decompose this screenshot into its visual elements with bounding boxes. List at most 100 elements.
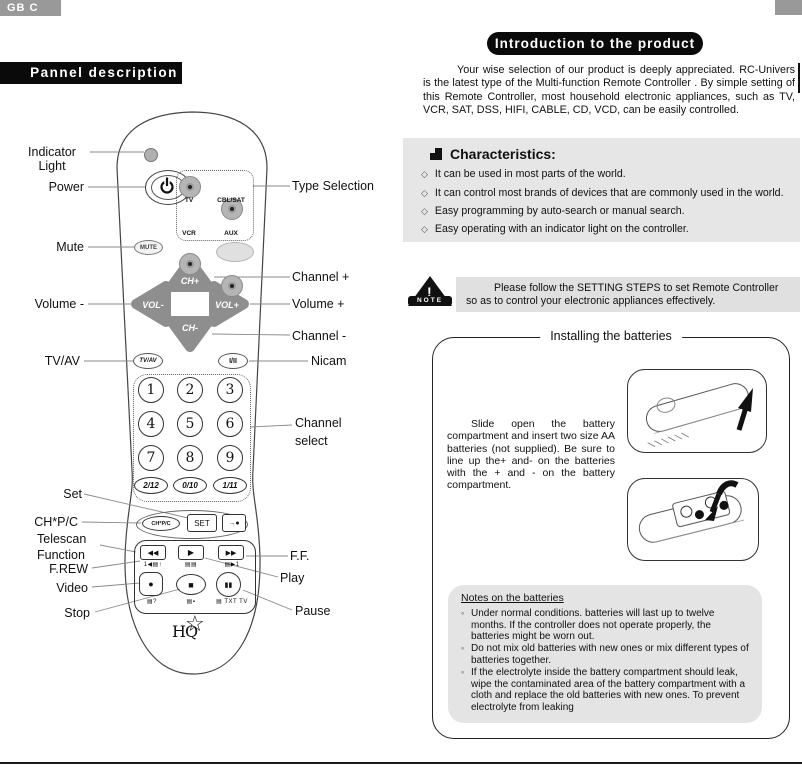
vcr-button bbox=[179, 253, 201, 275]
characteristic-item: ◇ It can be used in most parts of the wor… bbox=[421, 168, 626, 180]
insert-arrow-bend bbox=[716, 480, 739, 496]
warning-bang: ! bbox=[427, 284, 432, 300]
callout-play: Play bbox=[280, 571, 305, 585]
battery-note-text: Do not mix old batteries with new ones o… bbox=[471, 643, 749, 666]
cbl-sat-label: CBL/SAT bbox=[217, 197, 245, 204]
set-group-oval bbox=[136, 510, 248, 539]
callout-channel-down: Channel - bbox=[292, 329, 347, 343]
callout-stop: Stop bbox=[64, 606, 90, 620]
bottom-rule bbox=[0, 762, 802, 764]
cbl-sat-button bbox=[221, 198, 243, 220]
battery-illustration-insert bbox=[638, 480, 745, 544]
digit-1-11-button: 1/11 bbox=[213, 477, 247, 494]
counter-icon: ▤▤ bbox=[184, 562, 198, 568]
characteristics-title-text: Characteristics: bbox=[450, 146, 556, 162]
callout-power: Power bbox=[48, 180, 84, 194]
callout-set: Set bbox=[63, 487, 82, 501]
circle-bullet-icon: ◦ bbox=[461, 666, 465, 677]
panel-description-title: Pannel description bbox=[0, 62, 182, 84]
callout-mute: Mute bbox=[56, 240, 84, 254]
callout-channel-up: Channel + bbox=[292, 270, 350, 284]
callout-ff: F.F. bbox=[290, 549, 310, 563]
hq-logo-star-icon: ☆ bbox=[185, 611, 205, 636]
callout-frew: F.REW bbox=[49, 562, 88, 576]
characteristic-item: ◇It can control most brands of devices t… bbox=[421, 187, 784, 199]
battery-illustration-frame-2 bbox=[627, 478, 759, 561]
tv-button bbox=[179, 176, 201, 198]
callout-channel-select: Channel select bbox=[295, 416, 342, 448]
battery-notes-box: Notes on the batteries ◦ Under normal con… bbox=[448, 585, 762, 723]
characteristic-text: It can be used in most parts of the worl… bbox=[434, 168, 626, 180]
characteristics-title: Characteristics: bbox=[430, 146, 556, 162]
stop-button: ■ bbox=[176, 574, 206, 595]
record-button: ● bbox=[139, 572, 163, 596]
note-text: Please follow the SETTING STEPS to set R… bbox=[456, 277, 800, 312]
menu-icon: ▤▪ bbox=[186, 599, 196, 605]
callout-type-selection: Type Selection bbox=[292, 179, 374, 193]
diamond-bullet-icon: ◇ bbox=[421, 224, 428, 234]
battery-illustration-open bbox=[645, 383, 753, 448]
blank-button bbox=[216, 242, 254, 262]
callout-tv-av: TV/AV bbox=[44, 354, 80, 368]
digit-2-button: 2 bbox=[177, 377, 203, 403]
installing-batteries-title: Installing the batteries bbox=[540, 329, 682, 343]
insert-arrow-head bbox=[705, 506, 718, 521]
tv-label: TV bbox=[184, 197, 194, 204]
page-edge-mark bbox=[798, 63, 800, 93]
pause-button: ▮▮ bbox=[216, 572, 241, 597]
volume-down-button-label: VOL- bbox=[142, 300, 164, 310]
index-forward-icon: ▤▶1 bbox=[224, 562, 240, 568]
circle-bullet-icon: ◦ bbox=[461, 607, 465, 618]
txt-tv-icon: ▤ TXT TV bbox=[216, 599, 248, 605]
channel-down-button-label: CH- bbox=[182, 323, 198, 333]
characteristic-text: Easy operating with an indicator light o… bbox=[434, 223, 689, 235]
ff-button: ▶▶ bbox=[218, 545, 244, 560]
type-selection-group bbox=[176, 170, 254, 241]
intro-paragraph: Your wise selection of our product is de… bbox=[423, 64, 795, 117]
open-arrow-head bbox=[738, 388, 753, 412]
callout-indicator-light: Indicator Light bbox=[28, 145, 76, 173]
indicator-light bbox=[144, 148, 158, 162]
battery-notes-title: Notes on the batteries bbox=[461, 592, 564, 604]
battery-instruction: Slide open the battery compartment and i… bbox=[447, 418, 615, 492]
diamond-bullet-icon: ◇ bbox=[421, 188, 428, 198]
digit-9-button: 9 bbox=[217, 445, 243, 471]
vcr-label: VCR bbox=[182, 230, 196, 237]
page-corner-tab-right bbox=[775, 0, 802, 15]
battery-note-text: Under normal conditions. batteries will … bbox=[471, 607, 715, 643]
intro-title: Introduction to the product bbox=[487, 32, 703, 55]
diamond-bullet-icon: ◇ bbox=[421, 169, 428, 179]
mute-button: MUTE bbox=[134, 240, 163, 255]
index-rewind-icon: 1◀▤↑ bbox=[143, 562, 163, 568]
nicam-button: I/II bbox=[218, 353, 248, 369]
callout-volume-up: Volume + bbox=[292, 297, 345, 311]
hq-logo: HQ bbox=[172, 622, 198, 641]
digit-8-button: 8 bbox=[177, 445, 203, 471]
callout-pause: Pause bbox=[295, 604, 331, 618]
channel-up-button-label: CH+ bbox=[180, 276, 200, 286]
characteristics-box: Characteristics: ◇ It can be used in most… bbox=[403, 138, 800, 242]
battery-note-item: ◦ Do not mix old batteries with new ones … bbox=[461, 643, 752, 667]
digit-3-button: 3 bbox=[217, 377, 243, 403]
digit-0-10-button: 0/10 bbox=[173, 477, 207, 494]
tv-av-button: TV/AV bbox=[133, 353, 163, 369]
battery-note-text: If the electrolyte inside the battery co… bbox=[471, 666, 746, 714]
circle-bullet-icon: ◦ bbox=[461, 643, 465, 654]
skip-button: →● bbox=[222, 514, 246, 532]
page-corner-tab: GB C bbox=[0, 0, 61, 16]
channel-down-arrow bbox=[166, 316, 214, 352]
playback-group bbox=[134, 540, 256, 614]
digit-1-button: 1 bbox=[138, 377, 164, 403]
digit-7-button: 7 bbox=[138, 445, 164, 471]
battery-illustration-frame-1 bbox=[627, 369, 767, 453]
callout-video: Video bbox=[56, 581, 88, 595]
digit-5-button: 5 bbox=[177, 411, 203, 437]
callout-volume-down: Volume - bbox=[34, 297, 84, 311]
battery-note-item: ◦ If the electrolyte inside the battery c… bbox=[461, 667, 752, 714]
callout-nicam: Nicam bbox=[311, 354, 347, 368]
diamond-bullet-icon: ◇ bbox=[421, 206, 428, 216]
digit-2-12-button: 2/12 bbox=[134, 477, 168, 494]
installing-batteries-box: Installing the batteries Slide open the … bbox=[432, 329, 790, 739]
volume-down-arrow bbox=[131, 281, 171, 327]
